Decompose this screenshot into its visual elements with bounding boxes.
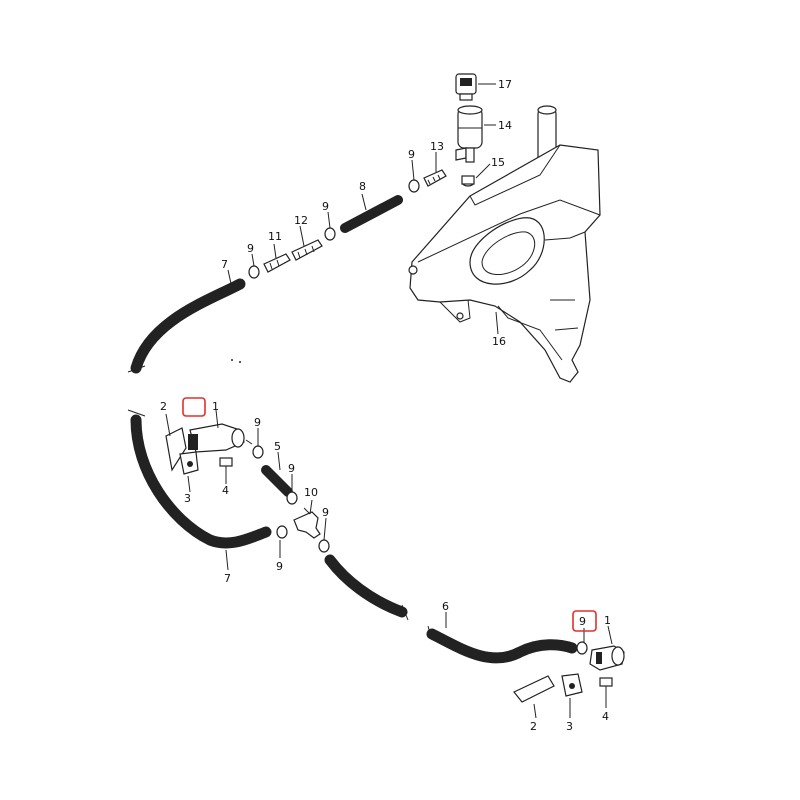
part-labels: 17 14 13 15 9 8 12 11 9 9 7 16 2 1 9 5 3… (160, 78, 611, 733)
part-label: 3 (566, 720, 573, 733)
part-label: 9 (247, 242, 254, 255)
part-label: 6 (442, 600, 449, 613)
part-label: 4 (222, 484, 229, 497)
part-label: 9 (322, 506, 329, 519)
part-label: 9 (276, 560, 283, 573)
part-label: 8 (359, 180, 366, 193)
part-label: 1 (212, 400, 219, 413)
washer-pump-assembly (455, 73, 483, 187)
part-label: 17 (498, 78, 512, 91)
leader-lines (165, 83, 613, 719)
part-label: 7 (221, 258, 228, 271)
part-label: 2 (530, 720, 537, 733)
highlight-box-left (182, 397, 206, 417)
part-label: 2 (160, 400, 167, 413)
part-label: 3 (184, 492, 191, 505)
part-label: 7 (224, 572, 231, 585)
part-label: 13 (430, 140, 444, 153)
part-label: 10 (304, 486, 318, 499)
part-label: 9 (254, 416, 261, 429)
part-label: 9 (322, 200, 329, 213)
part-label: 1 (604, 614, 611, 627)
part-label: 4 (602, 710, 609, 723)
part-label: 9 (288, 462, 295, 475)
part-label: 16 (492, 335, 506, 348)
washer-fluid-reservoir (408, 105, 601, 383)
highlight-box-right (572, 610, 597, 632)
part-label: 9 (408, 148, 415, 161)
part-label: 5 (274, 440, 281, 453)
part-label: 12 (294, 214, 308, 227)
part-label: 9 (579, 615, 586, 628)
part-label: 14 (498, 119, 512, 132)
part-label: 11 (268, 230, 282, 243)
upper-hose-line (127, 169, 447, 549)
part-label: 15 (491, 156, 505, 169)
right-nozzle-assembly (513, 641, 625, 703)
t-piece-junction (276, 507, 578, 664)
